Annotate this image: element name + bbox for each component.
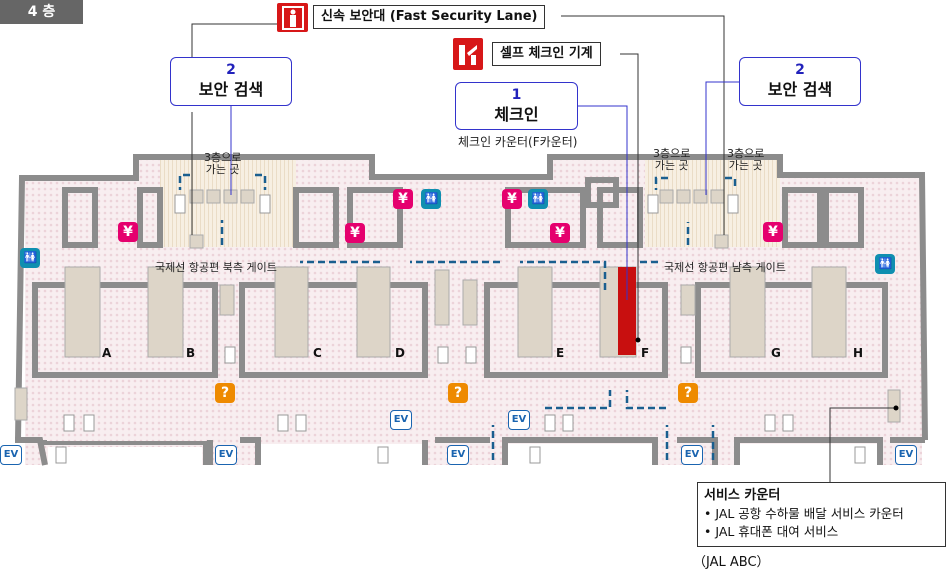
counter-e [517,266,553,358]
counter-d [356,266,391,358]
service-note: （JAL ABC） [693,555,770,570]
checkin-subtitle: 체크인 카운터(F카운터) [458,135,578,149]
checkin-number: 1 [511,87,522,103]
counter-b [147,266,184,358]
floor-label: 4 층 [0,0,83,24]
security-title: 보안 검색 [767,80,833,99]
restroom-icon: 🚻 [875,254,895,274]
route-arrows [178,173,737,460]
security-callout-right: 2 보안 검색 [739,57,861,106]
restroom-icon: 🚻 [20,248,40,268]
counter-h [811,266,847,358]
counter-label-h: H [853,346,864,360]
elevator-icon: EV [508,410,530,430]
currency-exchange-icon: ¥ [550,223,570,243]
currency-exchange-icon: ¥ [763,222,783,242]
security-callout-left: 2 보안 검색 [170,57,292,106]
service-counter [887,389,901,423]
elevator-icon: EV [390,410,412,430]
restroom-icon: 🚻 [528,189,548,209]
fast-security-icon [277,3,308,32]
counter-label-g: G [771,346,781,360]
south-gate-label: 국제선 항공편 남측 게이트 [664,261,786,274]
currency-exchange-icon: ¥ [345,223,365,243]
security-number: 2 [795,62,805,78]
self-checkin-kiosk-icon [453,38,483,70]
information-icon: ? [215,383,235,403]
security-title: 보안 검색 [198,80,264,99]
security-number: 2 [226,62,236,78]
counter-label-c: C [313,346,322,360]
counter-a [64,266,101,358]
counter-label-e: E [556,346,565,360]
checkin-title: 체크인 [494,105,539,124]
elevator-icon: EV [681,445,703,465]
currency-exchange-icon: ¥ [118,222,138,242]
service-counter-callout: 서비스 카운터 • JAL 공항 수하물 배달 서비스 카운터 • JAL 휴대… [697,482,946,547]
counter-label-b: B [186,346,196,360]
fast-security-label: 신속 보안대 (Fast Security Lane) [313,5,546,29]
elevator-icon: EV [895,445,917,465]
service-item: • JAL 휴대폰 대여 서비스 [704,524,839,539]
currency-exchange-icon: ¥ [393,189,413,209]
counter-label-d: D [395,346,405,360]
escalators [55,194,866,464]
north-gate-label: 국제선 항공편 북측 게이트 [155,261,277,274]
information-icon: ? [678,383,698,403]
counter-c [274,266,309,358]
service-item: • JAL 공항 수하물 배달 서비스 카운터 [704,506,904,521]
currency-exchange-icon: ¥ [502,189,522,209]
elevator-icon: EV [447,445,469,465]
self-checkin-label: 셀프 체크인 기계 [492,42,601,66]
walls [15,154,928,466]
f-counter-highlight [618,267,636,355]
restroom-icon: 🚻 [421,189,441,209]
service-title: 서비스 카운터 [704,488,781,503]
counter-g [729,266,766,358]
leader-lines [191,15,896,482]
counter-label-a: A [102,346,112,360]
counter-label-f: F [641,346,650,360]
information-icon: ? [448,383,468,403]
elevator-icon: EV [215,445,237,465]
elevator-icon: EV [0,445,22,465]
checkin-callout: 1 체크인 [455,82,578,130]
